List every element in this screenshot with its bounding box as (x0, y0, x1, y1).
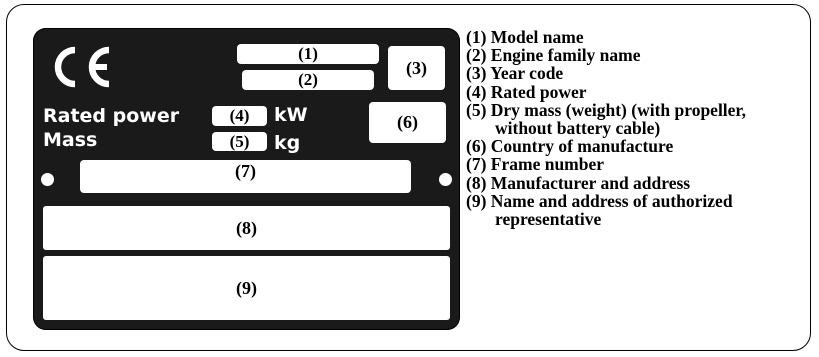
country-field-label: (6) (397, 112, 418, 132)
representative-field-label: (9) (236, 277, 257, 298)
legend-item: (8) Manufacturer and address (466, 172, 691, 193)
mass-unit-label: kg (274, 132, 301, 154)
rated-power-field-label: (4) (229, 106, 250, 125)
mounting-hole-left (39, 171, 56, 188)
frame-number-field-label: (7) (235, 161, 256, 181)
manufacturer-address-field-label: (8) (236, 217, 257, 238)
legend-item: (4) Rated power (466, 81, 587, 102)
power-unit-label: kW (274, 104, 308, 126)
legend-item: (1) Model name (466, 27, 584, 47)
legend-item: (5) Dry mass (weight) (with propeller, w… (466, 99, 746, 139)
mass-label: Mass (43, 129, 98, 151)
manufacturer-address-field: (8) (43, 206, 450, 250)
model-name-field: (1) (237, 44, 379, 64)
legend-list: (1) Model name (2) Engine family name (3… (466, 28, 806, 228)
legend-item: (9) Name and address of authorized repre… (466, 190, 733, 230)
mass-field: (5) (212, 132, 267, 151)
rated-power-field: (4) (212, 106, 267, 126)
year-code-field-label: (3) (406, 57, 427, 78)
mass-field-label: (5) (229, 131, 250, 151)
legend-item: (6) Country of manufacture (466, 136, 674, 157)
engine-family-field-label: (2) (298, 70, 318, 89)
legend-item: (7) Frame number (466, 154, 605, 175)
year-code-field: (3) (388, 46, 445, 90)
mounting-hole-right (437, 171, 454, 188)
model-name-field-label: (1) (298, 44, 318, 63)
frame-number-field: (7) (80, 160, 411, 193)
rated-power-label: Rated power (43, 105, 180, 127)
legend-item: (2) Engine family name (466, 45, 641, 66)
engine-family-field: (2) (242, 70, 374, 90)
country-field: (6) (369, 102, 446, 143)
label-plate: (1) (2) (3) Rated power (4) kW Mass (5) … (33, 28, 460, 330)
legend-item: (3) Year code (466, 63, 564, 84)
representative-field: (9) (43, 256, 450, 320)
ce-mark-logo (54, 46, 110, 88)
